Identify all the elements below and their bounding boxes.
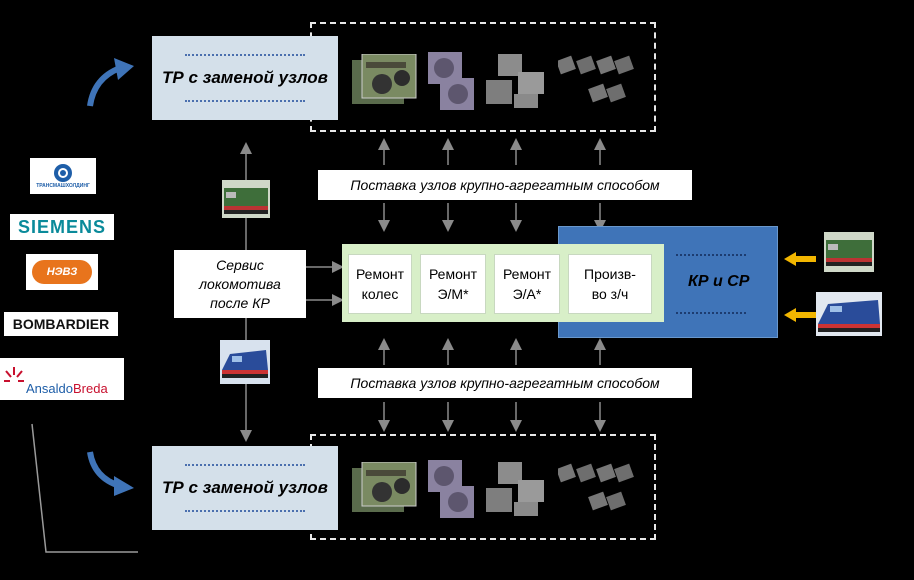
curved-arrow-up-icon: [87, 58, 134, 107]
service-after-kr-box: Сервис локомотива после КР: [174, 250, 306, 318]
repair-ea-line2: Э/А*: [512, 286, 542, 302]
motor-photo-icon: [428, 52, 474, 110]
dotted-line: [185, 464, 305, 466]
bogie-photo-icon: [352, 462, 417, 512]
top-tr-block: ТР с заменой узлов: [152, 36, 338, 120]
dotted-line: [676, 254, 746, 256]
service-line2: локомотива: [199, 275, 281, 292]
locomotive-photo-icon: [220, 340, 270, 384]
ansaldobreda-emblem-icon: [4, 367, 24, 382]
bombardier-logo: BOMBARDIER: [4, 312, 118, 336]
service-line1: Сервис: [216, 256, 264, 273]
apparatus-photo-icon: [486, 462, 544, 516]
nevz-text: НЭВЗ: [46, 266, 78, 278]
repair-wheels-cell: Ремонт колес: [348, 254, 412, 314]
ansaldobreda-logo: AnsaldoBreda: [0, 358, 124, 400]
dotted-line: [185, 54, 305, 56]
spare-parts-line1: Произв-: [584, 266, 636, 282]
top-tr-label: ТР с заменой узлов: [162, 68, 328, 87]
nevz-emblem: НЭВЗ: [32, 260, 92, 284]
breda-word: Breda: [72, 380, 108, 396]
bottom-tr-block: ТР с заменой узлов: [152, 446, 338, 530]
transmashholding-text: ТРАНСМАШХОЛДИНГ: [36, 183, 90, 189]
locomotive-photo-icon: [222, 180, 270, 218]
repair-wheels-line2: колес: [361, 286, 399, 302]
motor-photo-icon: [428, 460, 474, 518]
ansaldo-word: Ansaldo: [26, 380, 73, 396]
bogie-photo-icon: [352, 54, 417, 104]
bottom-tr-label: ТР с заменой узлов: [162, 478, 328, 497]
service-line3: после КР: [210, 294, 270, 311]
transmashholding-emblem-icon: [54, 164, 72, 182]
nevz-logo: НЭВЗ: [26, 254, 98, 290]
dotted-line: [676, 312, 746, 314]
locomotive-photo-icon: [824, 232, 874, 272]
locomotive-photo-icon: [816, 292, 882, 336]
input-arrow-icon: [784, 308, 816, 322]
repair-em-line1: Ремонт: [428, 266, 478, 282]
repair-ea-line1: Ремонт: [502, 266, 552, 282]
spare-parts-line2: во з/ч: [591, 286, 629, 302]
repair-wheels-line1: Ремонт: [355, 266, 405, 282]
input-arrow-icon: [784, 252, 816, 266]
spare-parts-production-cell: Произв-во з/ч: [568, 254, 652, 314]
spare-parts-photo-icon: [558, 55, 634, 103]
transmashholding-logo: ТРАНСМАШХОЛДИНГ: [30, 158, 96, 194]
siemens-logo: SIEMENS: [10, 214, 114, 240]
siemens-text: SIEMENS: [17, 216, 107, 237]
supply-bottom-label: Поставка узлов крупно-агрегатным способо…: [318, 368, 692, 398]
dotted-line: [185, 100, 305, 102]
supply-top-label: Поставка узлов крупно-агрегатным способо…: [318, 170, 692, 200]
kr-sr-label: КР и СР: [688, 273, 750, 290]
ansaldobreda-text: AnsaldoBreda: [26, 381, 108, 396]
dotted-line: [185, 510, 305, 512]
curved-arrow-down-icon: [87, 451, 134, 496]
repair-em-line2: Э/М*: [437, 286, 469, 302]
apparatus-photo-icon: [486, 54, 544, 108]
bombardier-text: BOMBARDIER: [12, 316, 110, 332]
spare-parts-photo-icon: [558, 463, 634, 511]
